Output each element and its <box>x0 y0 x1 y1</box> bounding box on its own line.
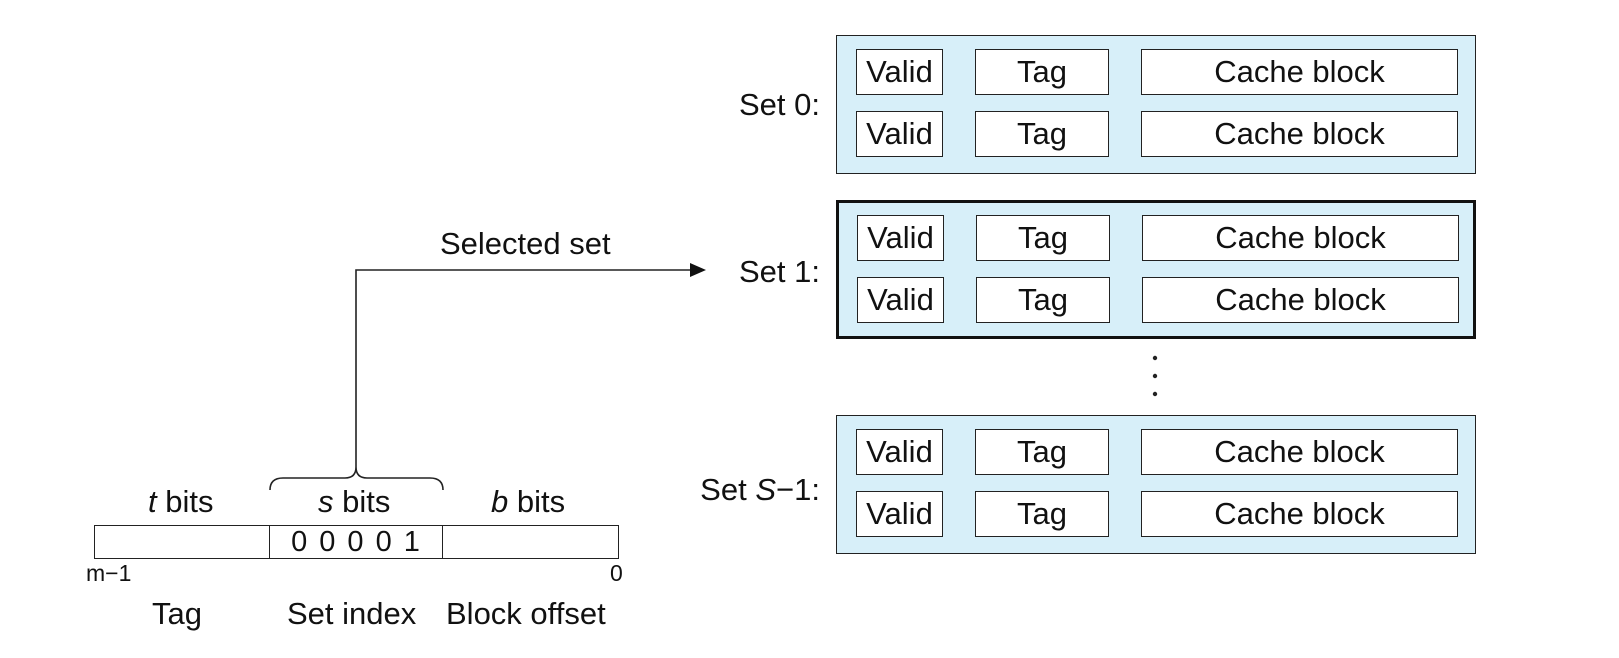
cache-block-field: Cache block <box>1141 429 1458 475</box>
high-bit-label: m−1 <box>86 560 132 586</box>
tag-field: Tag <box>975 111 1109 157</box>
set-0-label: Set 0: <box>738 87 820 122</box>
valid-field: Valid <box>856 429 943 475</box>
cache-block-field: Cache block <box>1141 491 1458 537</box>
t-bits-label: t bits <box>148 484 214 519</box>
valid-field: Valid <box>857 277 944 323</box>
valid-field: Valid <box>856 111 943 157</box>
tag-field: Tag <box>975 491 1109 537</box>
b-bits-label: b bits <box>491 484 566 519</box>
arrowhead <box>690 263 706 277</box>
valid-field: Valid <box>856 49 943 95</box>
cache-block-field: Cache block <box>1141 111 1458 157</box>
set-index-bits-field: 0 0 0 0 1 <box>269 525 444 559</box>
vertical-ellipsis <box>1152 355 1158 397</box>
set-s-minus-1: Valid Tag Cache block Valid Tag Cache bl… <box>836 415 1476 554</box>
tag-bits-field <box>94 525 271 559</box>
set-0: Valid Tag Cache block Valid Tag Cache bl… <box>836 35 1476 174</box>
cache-block-field: Cache block <box>1142 215 1459 261</box>
tag-field: Tag <box>975 49 1109 95</box>
tag-field: Tag <box>976 277 1110 323</box>
set-1-selected: Valid Tag Cache block Valid Tag Cache bl… <box>836 200 1476 339</box>
valid-field: Valid <box>856 491 943 537</box>
tag-field-name: Tag <box>152 596 202 631</box>
set-index-field-name: Set index <box>287 596 417 631</box>
low-bit-label: 0 <box>610 560 623 586</box>
cache-block-field: Cache block <box>1142 277 1459 323</box>
block-offset-bits-field <box>442 525 619 559</box>
s-bits-label: s bits <box>318 484 391 519</box>
block-offset-field-name: Block offset <box>446 596 606 631</box>
tag-field: Tag <box>976 215 1110 261</box>
selected-set-label: Selected set <box>440 226 611 261</box>
set-1-label: Set 1: <box>738 254 820 289</box>
cache-block-field: Cache block <box>1141 49 1458 95</box>
set-s-minus-1-label: Set S−1: <box>700 472 820 507</box>
valid-field: Valid <box>857 215 944 261</box>
tag-field: Tag <box>975 429 1109 475</box>
selected-set-arrow <box>355 269 694 467</box>
